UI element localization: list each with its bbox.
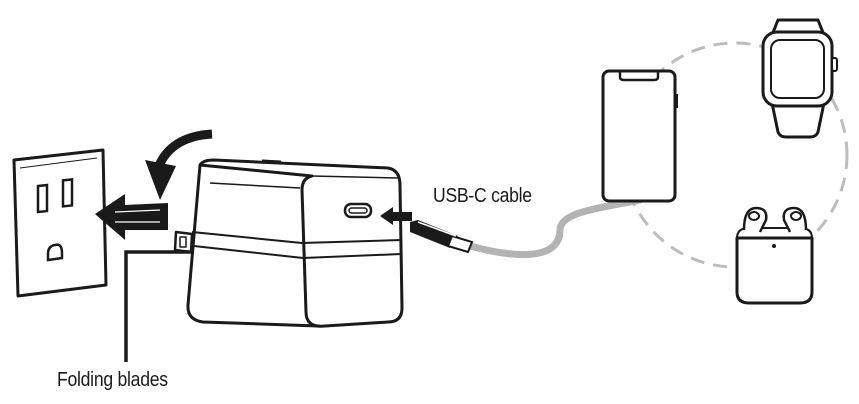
charger-icon	[173, 158, 404, 328]
rotate-arrow-icon	[145, 129, 213, 200]
watch-icon	[761, 18, 838, 139]
phone-icon	[601, 69, 678, 203]
folding-blades-label: Folding blades	[57, 369, 168, 391]
usb-c-plug-icon	[410, 196, 644, 259]
folding-blades-leader	[124, 250, 194, 362]
earbuds-case-icon	[735, 206, 814, 305]
usb-c-cable-label: USB-C cable	[433, 185, 532, 207]
insert-arrow-icon	[95, 194, 168, 240]
port-arrow-icon	[380, 207, 412, 225]
wall-outlet-icon	[12, 148, 108, 298]
